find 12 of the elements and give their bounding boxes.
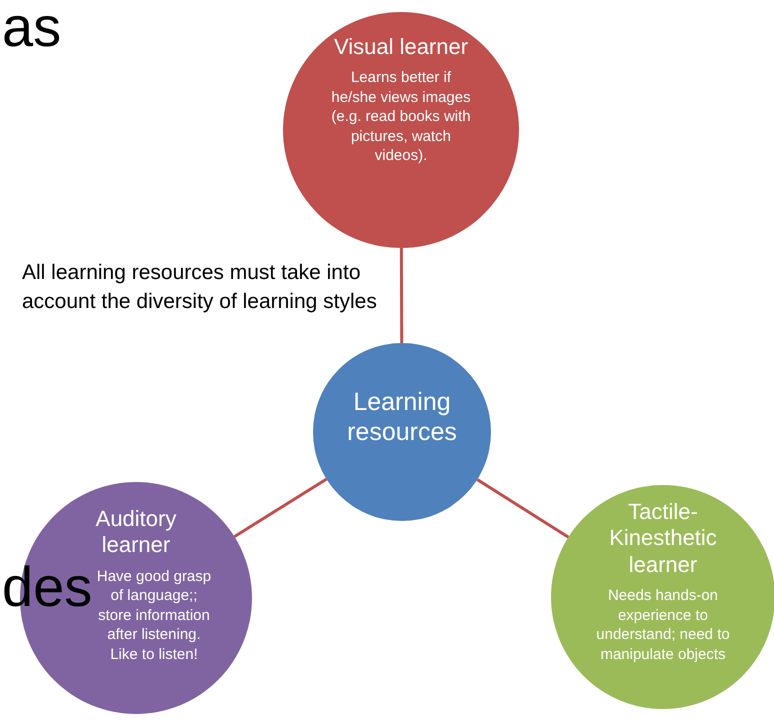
connector-line xyxy=(234,478,328,538)
node-description: Learns better if he/she views images (e.g. read books with pictures, watch videos). xyxy=(331,68,471,166)
node-title: Tactile-Kinesthetic learner xyxy=(608,499,718,578)
note-text: All learning resources must take into account the diversity of learning styles xyxy=(22,260,378,316)
connector-line xyxy=(400,248,404,343)
connector-line xyxy=(476,478,570,538)
node-title: Learning resources xyxy=(346,387,458,447)
slide-text-fragment: as xyxy=(2,0,62,58)
node-title: Auditory learner xyxy=(94,506,178,559)
node-description: Have good grasp of language;; store information after listening. Like to listen! xyxy=(96,566,212,664)
node-title: Visual learner xyxy=(332,34,470,60)
node-description: Needs hands-on experience to understand; need to manipulate objects xyxy=(595,586,731,664)
